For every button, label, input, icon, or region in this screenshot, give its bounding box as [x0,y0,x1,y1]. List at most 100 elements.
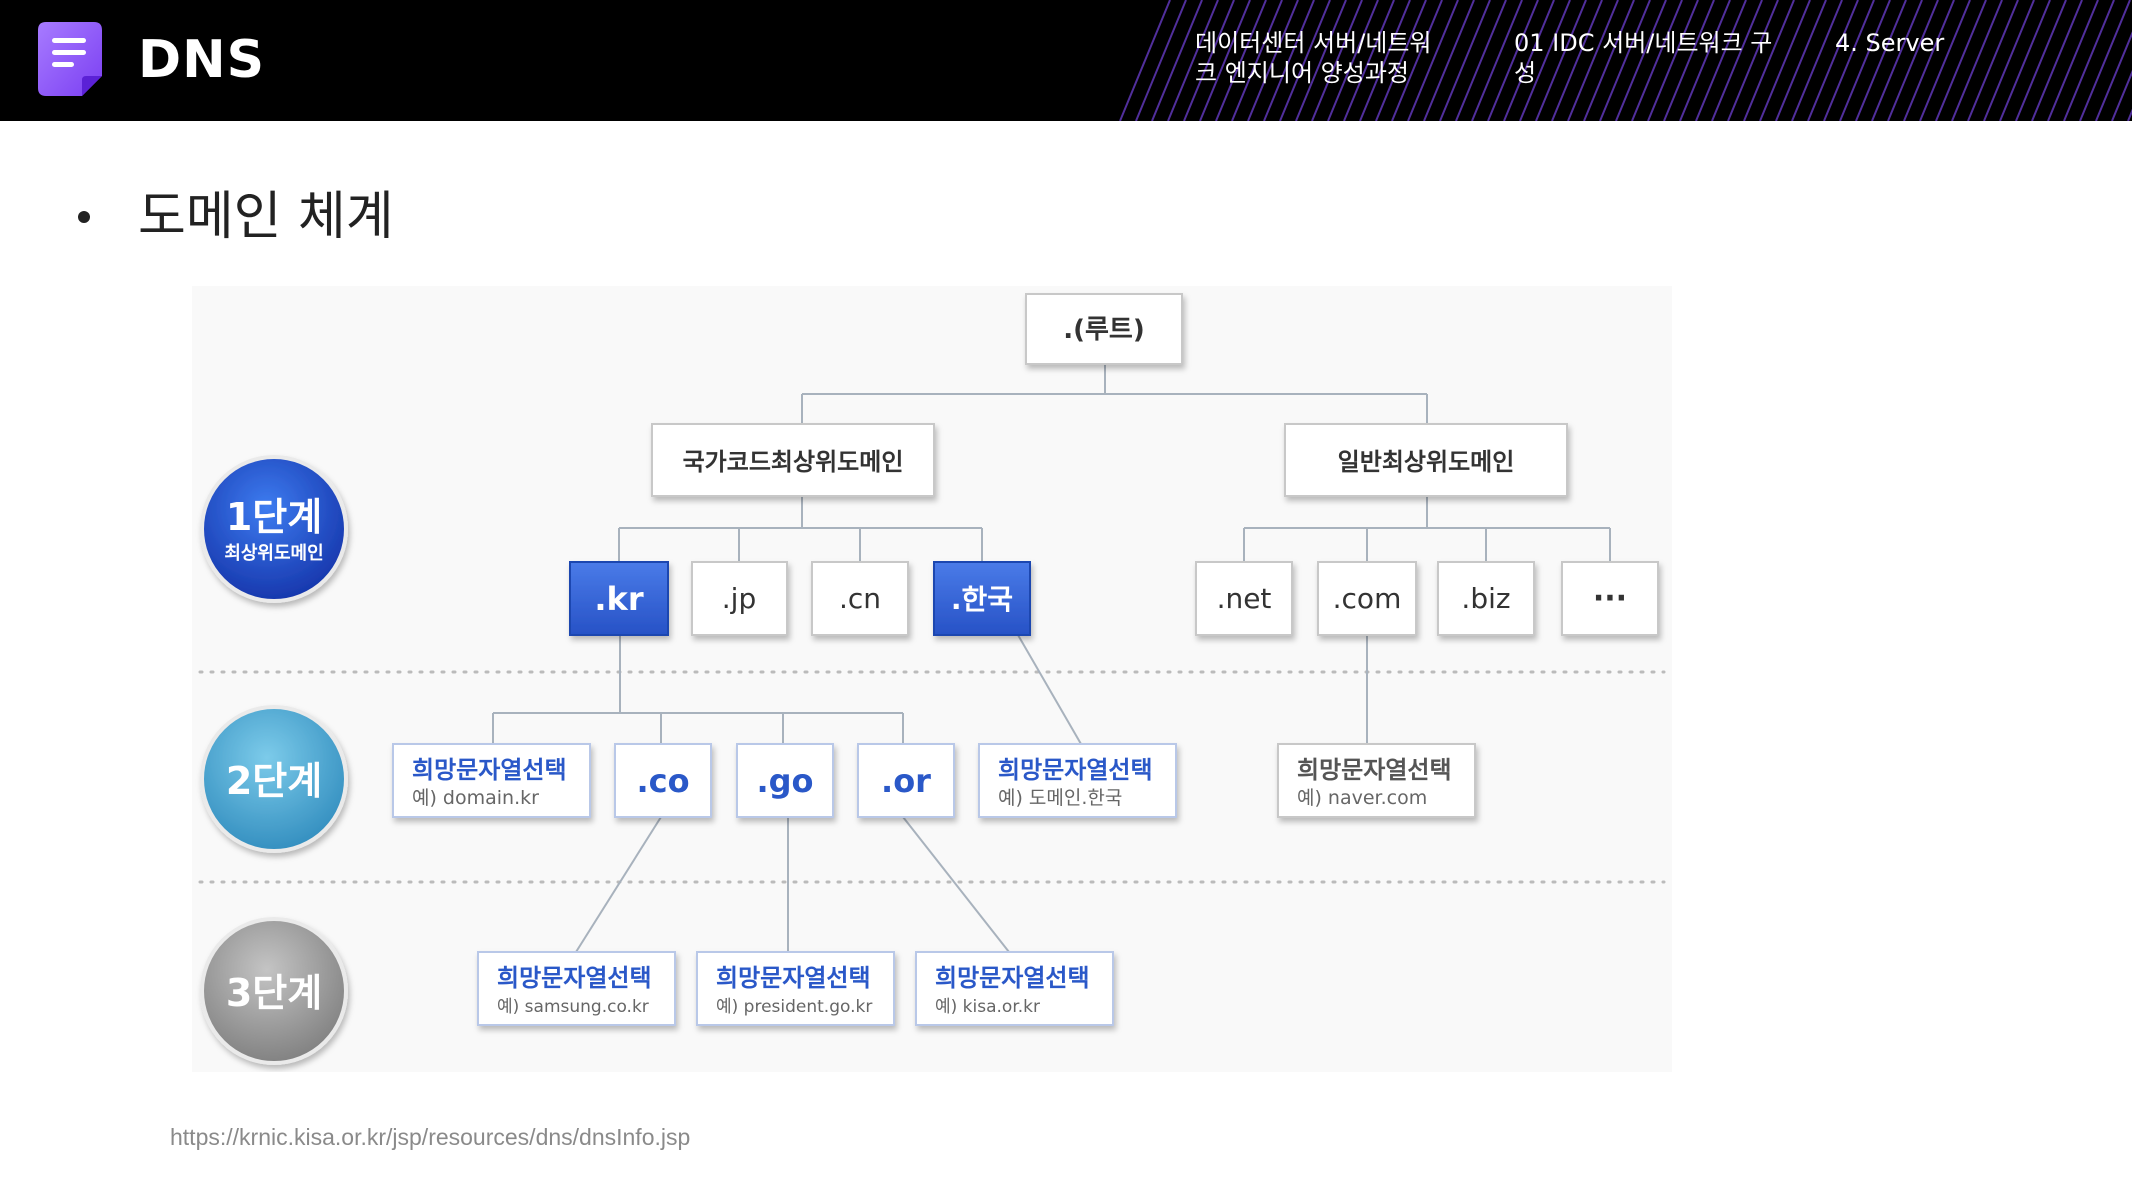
breadcrumb-chapter-line1: 01 IDC 서버/네트워크 구 [1514,29,1773,57]
header-stripe [1983,0,2035,121]
header-stripe [1551,0,1603,121]
level2-com-custom-label: 희망문자열선택 [1297,756,1452,784]
header-stripe [1535,0,1587,121]
header-stripe [2095,31,2132,121]
header-stripe [1375,0,1427,121]
breadcrumb-course[interactable]: 데이터센터 서버/네트워 크 엔지니어 양성과정 [1195,28,1432,88]
generic-tld-label: 일반최상위도메인 [1338,448,1515,476]
header-stripe [1887,0,1939,121]
header-stripe [1823,0,1875,121]
generic-tld-node: 일반최상위도메인 [1284,423,1568,497]
header-stripe [1695,0,1747,121]
header-stripe [1951,0,2003,121]
header-stripe [2031,0,2083,121]
header-stripe [1871,0,1923,121]
tld-more-node: ··· [1561,561,1659,636]
header-stripe [1119,0,1171,121]
level3-or-custom-node: 희망문자열선택 예) kisa.or.kr [915,951,1114,1026]
level2-hangul-custom-node: 희망문자열선택 예) 도메인.한국 [978,743,1177,818]
level-1-title: 1단계 [226,495,322,539]
level2-or-node: .or [857,743,955,818]
root-label: .(루트) [1063,315,1144,345]
breadcrumb-chapter-line2: 성 [1514,59,1537,87]
header-stripe [2015,0,2067,121]
level3-go-custom-example: 예) president.go.kr [716,997,872,1017]
header-stripe [1711,0,1763,121]
breadcrumb-section[interactable]: 4. Server [1835,28,1944,58]
header-stripe [1263,0,1315,121]
header-stripe [1503,0,1555,121]
breadcrumb-course-line1: 데이터센터 서버/네트워 [1195,29,1432,57]
header-stripe [1423,0,1475,121]
breadcrumb-section-line1: 4. Server [1835,29,1945,57]
document-icon [38,22,102,96]
heading-row: 도메인 체계 [78,185,394,249]
header-stripe [1615,0,1667,121]
tld-cn-label: .cn [839,582,881,615]
source-url: https://krnic.kisa.or.kr/jsp/resources/d… [170,1124,691,1150]
header-stripe [1519,0,1571,121]
header-stripe [1407,0,1459,121]
connector-lines [492,364,1611,953]
header-stripe [1727,0,1779,121]
tld-kr-label: .kr [594,580,643,618]
header-stripe [1471,0,1523,121]
breadcrumb-chapter[interactable]: 01 IDC 서버/네트워크 구 성 [1514,28,1772,88]
tld-hangul-label: .한국 [951,583,1013,616]
header-stripe [1359,0,1411,121]
diagram-background [192,286,1672,1072]
level2-kr-custom-label: 희망문자열선택 [412,756,567,784]
tld-jp-node: .jp [691,561,788,636]
header-stripe [1487,0,1539,121]
header-stripe [1903,0,1955,121]
level2-go-label: .go [756,762,813,800]
root-node: .(루트) [1025,293,1183,365]
tld-biz-node: .biz [1437,561,1535,636]
level3-go-custom-label: 희망문자열선택 [716,964,871,992]
header-stripe [1679,0,1731,121]
level2-hangul-custom-label: 희망문자열선택 [998,756,1153,784]
header-stripe [2063,0,2115,121]
header-stripe [1999,0,2051,121]
header-stripe [2047,0,2099,121]
tld-net-node: .net [1195,561,1293,636]
level3-co-custom-node: 희망문자열선택 예) samsung.co.kr [477,951,676,1026]
header-stripe [1647,0,1699,121]
header-stripe [1455,0,1507,121]
header-stripe [1167,0,1219,121]
level2-or-label: .or [881,762,931,800]
header-stripe [1567,0,1619,121]
tld-more-label: ··· [1593,581,1627,616]
header-stripe [1279,0,1331,121]
tld-com-node: .com [1317,561,1417,636]
level3-or-custom-example: 예) kisa.or.kr [935,997,1040,1017]
level3-go-custom-node: 희망문자열선택 예) president.go.kr [696,951,895,1026]
header-stripe [1775,0,1827,121]
tld-biz-label: .biz [1461,582,1510,615]
slide-heading: 도메인 체계 [138,187,394,247]
tld-kr-node: .kr [569,561,669,636]
breadcrumb-course-line2: 크 엔지니어 양성과정 [1195,59,1409,87]
header-stripe [1839,0,1891,121]
level2-com-custom-node: 희망문자열선택 예) naver.com [1277,743,1476,818]
level3-or-custom-label: 희망문자열선택 [935,964,1090,992]
header-stripe [1311,0,1363,121]
level2-hangul-custom-example: 예) 도메인.한국 [998,787,1122,809]
header-stripe [1599,0,1651,121]
tld-hangul-node: .한국 [933,561,1031,636]
header-stripe-decoration [1119,0,2132,121]
level2-kr-custom-node: 희망문자열선택 예) domain.kr [392,743,591,818]
level2-co-node: .co [614,743,712,818]
header-stripe [1791,0,1843,121]
header-stripe [1135,0,1187,121]
domain-hierarchy-diagram: 1단계 최상위도메인 2단계 3단계 .(루트) 국가코드최상위도메인 일반최상… [192,286,1672,1072]
top-header: DNS 데이터센터 서버/네트워 크 엔지니어 양성과정 01 IDC 서버/네… [0,0,2132,121]
header-stripe [1807,0,1859,121]
header-stripe [1583,0,1635,121]
tld-cn-node: .cn [811,561,909,636]
header-stripe [1967,0,2019,121]
app-title: DNS [138,30,266,90]
header-stripe [1919,0,1971,121]
level-2-title: 2단계 [226,759,322,803]
level2-com-custom-example: 예) naver.com [1297,787,1427,809]
